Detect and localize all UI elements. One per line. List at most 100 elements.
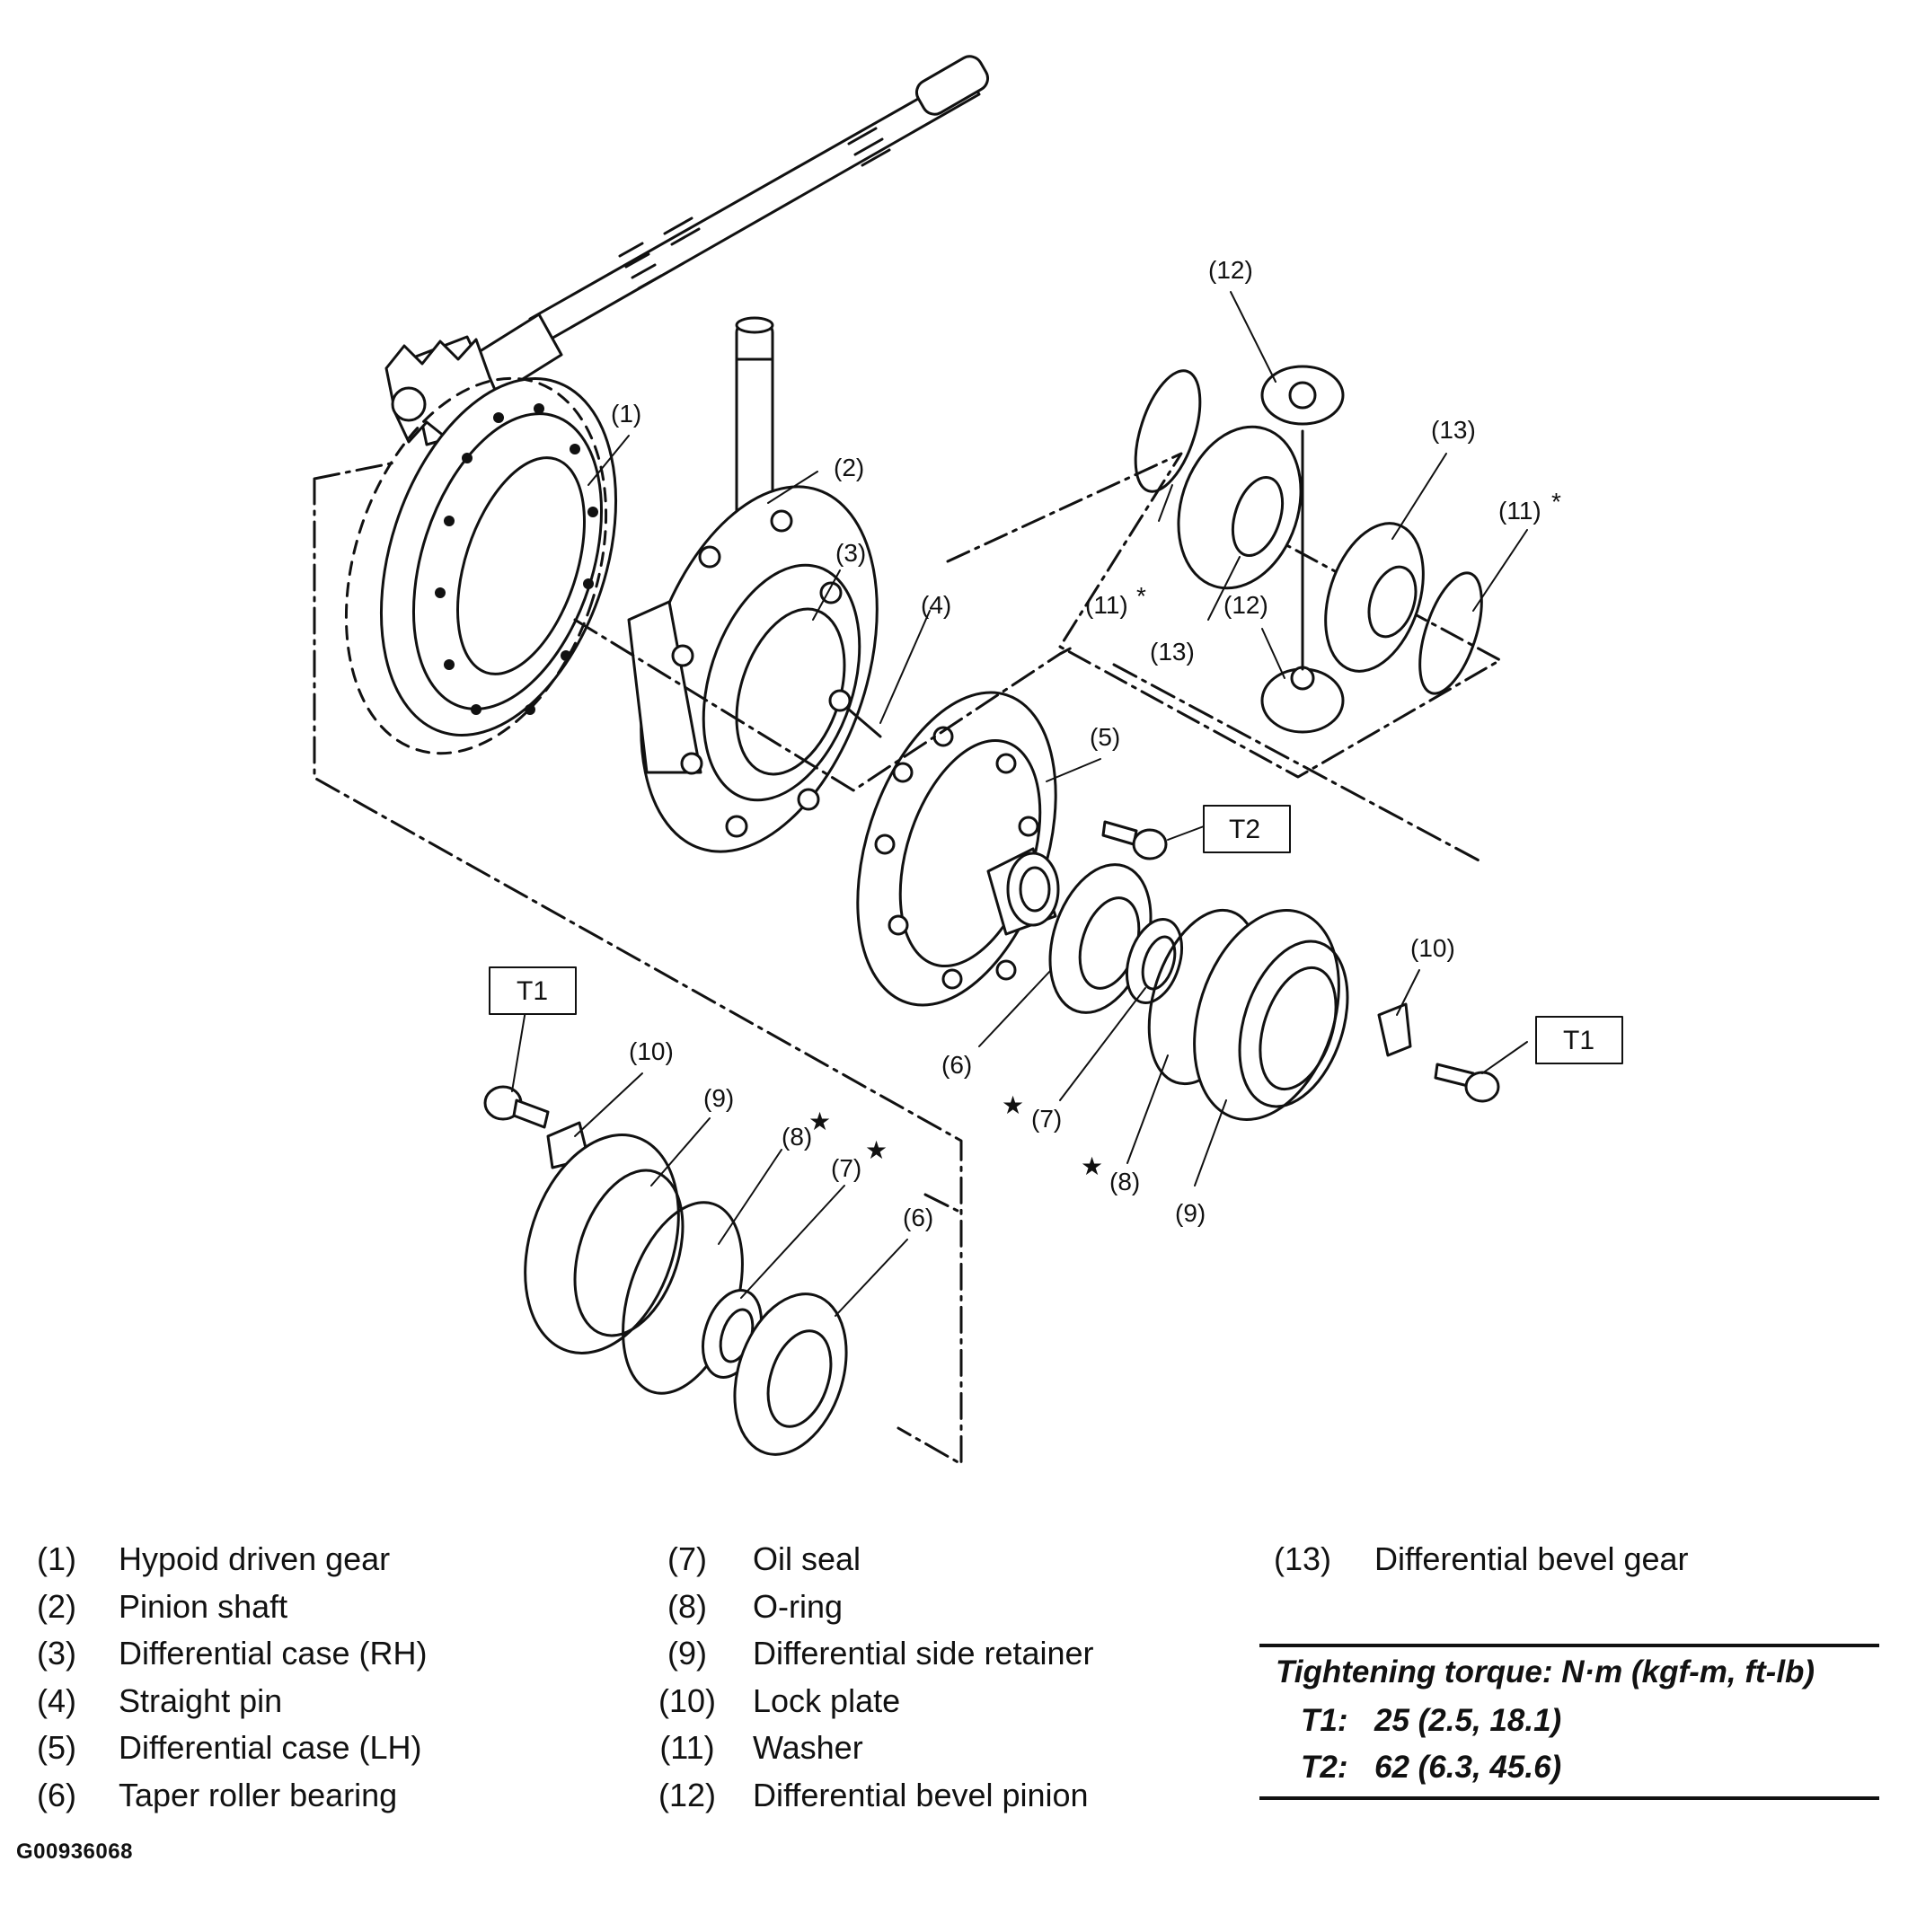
legend-number: (6)	[37, 1776, 76, 1813]
oil-seal-right	[1126, 918, 1183, 1004]
torque-key: T2:	[1301, 1750, 1348, 1785]
callout-11-upper: (11)	[1498, 497, 1541, 525]
legend-label: Washer	[753, 1729, 863, 1766]
bolt-t2	[1101, 820, 1168, 860]
torque-row: T1: 25 (2.5, 18.1)	[1259, 1698, 1879, 1744]
legend-item: (6) Taper roller bearing	[16, 1772, 591, 1820]
callout-13-upper: (13)	[1431, 416, 1476, 444]
star-7-right: ★	[1002, 1091, 1024, 1119]
callout-6-right: (6)	[941, 1051, 972, 1079]
legend-label: Taper roller bearing	[119, 1776, 398, 1813]
exploded-diagram: (1) (2) (3) (4) (5) (12) (13) (11) * (11…	[313, 55, 1623, 1466]
legend-item: (9) Differential side retainer	[647, 1630, 1222, 1678]
figure-id: G00936068	[16, 1839, 133, 1864]
torque-title: Tightening torque: N·m (kgf-m, ft-lb)	[1276, 1654, 1815, 1689]
legend-number: (9)	[667, 1635, 707, 1672]
legend-label: Differential bevel pinion	[753, 1776, 1089, 1813]
callout-11-lower: (11)	[1085, 591, 1128, 619]
legend-label: Differential case (LH)	[119, 1729, 422, 1766]
torque-top-rule	[1259, 1644, 1879, 1647]
legend-number: (12)	[658, 1776, 717, 1813]
legend-label: Differential bevel gear	[1374, 1540, 1689, 1577]
callout-13-lower: (13)	[1150, 638, 1195, 666]
torque-key: T1:	[1301, 1703, 1348, 1738]
callout-9-right: (9)	[1175, 1199, 1206, 1227]
legend-label: Lock plate	[753, 1681, 901, 1719]
torque-box-t1-left	[489, 966, 577, 1015]
torque-label-t1-right: T1	[1563, 1026, 1594, 1055]
legend-item: (10) Lock plate	[647, 1678, 1222, 1725]
differential-case-lh	[856, 691, 1060, 1007]
callout-8-right: (8)	[1109, 1168, 1140, 1195]
callout-2: (2)	[834, 454, 864, 481]
legend-label: Oil seal	[753, 1540, 861, 1577]
callout-7-right: (7)	[1031, 1105, 1062, 1133]
torque-label-t1-left: T1	[517, 976, 548, 1006]
legend-number: (10)	[658, 1681, 717, 1719]
taper-roller-bearing-left	[733, 1292, 848, 1456]
callout-10-left: (10)	[629, 1037, 674, 1065]
callout-4: (4)	[921, 591, 951, 619]
callout-10-right: (10)	[1410, 934, 1455, 962]
torque-table: Tightening torque: N·m (kgf-m, ft-lb) T1…	[1259, 1644, 1879, 1800]
star-8-right: ★	[1081, 1152, 1103, 1180]
legend-item: (11)Washer	[647, 1725, 1222, 1772]
legend-number: (1)	[37, 1540, 76, 1577]
callout-6-left: (6)	[903, 1204, 933, 1231]
legend-number: (5)	[37, 1729, 76, 1766]
side-retainer-right	[1193, 909, 1349, 1121]
callout-7-left: (7)	[831, 1154, 861, 1182]
legend-number: (3)	[37, 1635, 76, 1672]
differential-case-rh	[627, 485, 879, 853]
legend-label: Hypoid driven gear	[119, 1540, 391, 1577]
legend-number: (2)	[37, 1587, 76, 1625]
legend-item: (5) Differential case (LH)	[16, 1725, 591, 1772]
legend-number: (13)	[1273, 1540, 1332, 1577]
asterisk-11-upper: *	[1551, 488, 1561, 516]
callout-8-left: (8)	[782, 1123, 812, 1151]
legend-item: (4) Straight pin	[16, 1678, 591, 1725]
torque-label-t2: T2	[1229, 815, 1260, 844]
leader-lines	[511, 291, 1528, 1317]
torque-value: 25 (2.5, 18.1)	[1374, 1703, 1562, 1738]
callout-1: (1)	[611, 400, 641, 428]
asterisk-11-lower: *	[1136, 582, 1146, 610]
legend-label: Pinion shaft	[119, 1587, 288, 1625]
legend-item: (12) Differential bevel pinion	[647, 1772, 1222, 1820]
legend-column-2: (7) Oil seal (8) O-ring (9) Differential si…	[647, 1536, 1222, 1819]
legend-label: Differential side retainer	[753, 1635, 1094, 1672]
legend-item: (2) Pinion shaft	[16, 1584, 591, 1631]
bolt-left	[483, 1085, 550, 1129]
legend-column-3: (13) Differential bevel gear	[1262, 1536, 1891, 1584]
star-7-left: ★	[865, 1136, 888, 1164]
star-8-left: ★	[808, 1107, 831, 1135]
torque-value: 62 (6.3, 45.6)	[1374, 1750, 1562, 1785]
straight-pin	[847, 708, 882, 738]
torque-row: T2: 62 (6.3, 45.6)	[1259, 1744, 1879, 1791]
callout-12-lower: (12)	[1223, 591, 1268, 619]
bolt-right	[1434, 1063, 1500, 1103]
side-retainer-left	[524, 1134, 685, 1354]
legend-item: (3) Differential case (RH)	[16, 1630, 591, 1678]
legend-number: (8)	[667, 1587, 707, 1625]
callout-12-upper: (12)	[1208, 256, 1253, 284]
callout-5: (5)	[1090, 723, 1120, 751]
torque-box-t2	[1203, 805, 1291, 853]
legend-item: (7) Oil seal	[647, 1536, 1222, 1584]
bevel-gear-group	[946, 365, 1502, 779]
legend-number: (7)	[667, 1540, 707, 1577]
callout-3: (3)	[835, 539, 866, 567]
legend-item: (8) O-ring	[647, 1584, 1222, 1631]
legend-column-1: (1) Hypoid driven gear (2) Pinion shaft (3…	[16, 1536, 591, 1819]
hypoid-driven-gear	[344, 376, 618, 755]
torque-box-t1-right	[1535, 1016, 1623, 1064]
legend-number: (4)	[37, 1681, 76, 1719]
torque-bottom-rule	[1259, 1796, 1879, 1800]
legend-label: O-ring	[753, 1587, 844, 1625]
lock-plate-right	[1377, 1002, 1412, 1057]
legend-item: (13) Differential bevel gear	[1262, 1536, 1891, 1584]
legend-label: Straight pin	[119, 1681, 283, 1719]
legend-item: (1) Hypoid driven gear	[16, 1536, 591, 1584]
callout-9-left: (9)	[703, 1084, 734, 1112]
legend-label: Differential case (RH)	[119, 1635, 428, 1672]
